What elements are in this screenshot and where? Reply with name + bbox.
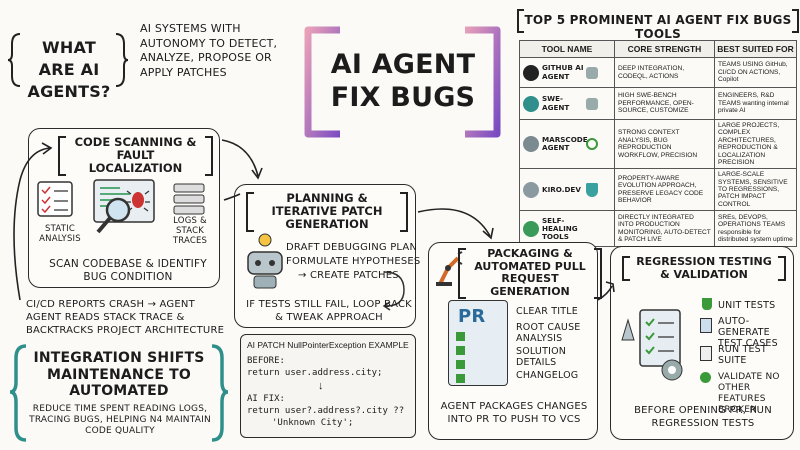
stack-icon <box>173 183 205 193</box>
tool-name: SELF-HEALING TOOLS <box>542 215 578 241</box>
tool-name: GITHUB AI AGENT <box>542 63 584 81</box>
pr-label: PR <box>458 306 486 327</box>
table-row: MARSCODE AGENT STRONG CONTEXT ANALYSIS, … <box>519 118 797 170</box>
plan-title: PLANNING & ITERATIVE PATCH GENERATION <box>246 191 408 232</box>
tool-suited: LARGE PROJECTS, COMPLEX ARCHITECTURES, R… <box>714 118 797 170</box>
tool-suited: ENGINEERS, R&D TEAMS wanting internal pr… <box>714 87 797 120</box>
table-row: SELF-HEALING TOOLS DIRECTLY INTEGRATED I… <box>519 210 797 248</box>
cicd-text: CI/CD REPORTS CRASH → AGENT AGENT READS … <box>26 299 225 336</box>
table-row: KIRO.DEV PROPERTY-AWARE EVOLUTION APPROA… <box>519 168 797 212</box>
tool-strength: DEEP INTEGRATION, CODEQL, ACTIONS <box>614 57 715 88</box>
check-icon <box>456 332 465 341</box>
down-arrow-icon: ↓ <box>318 380 324 392</box>
patch-before-label: BEFORE: <box>247 356 285 366</box>
shield-icon <box>586 182 598 197</box>
clipboard-icon <box>700 346 712 361</box>
col-core-strength: CORE STRENGTH <box>614 40 715 58</box>
plan-step2: FORMULATE HYPOTHESES <box>286 256 421 267</box>
pr-document-icon <box>448 300 508 386</box>
robot-icon <box>523 95 539 112</box>
intro-answer: AI SYSTEMS WITH AUTONOMY TO DETECT, ANAL… <box>140 22 278 79</box>
robot-idea-icon <box>247 233 283 289</box>
packaging-caption: AGENT PACKAGES CHANGES INTO PR TO PUSH T… <box>440 401 588 425</box>
target-icon <box>586 138 598 151</box>
tools-title-brackets-icon <box>517 9 799 33</box>
tool-suited: SREs, DEVOPS, OPERATIONS TEAMS responsib… <box>714 210 797 248</box>
reg-item: VALIDATE NO OTHER FEATURES BROKEN <box>718 372 780 415</box>
document-icon <box>700 318 712 333</box>
check-icon <box>456 360 465 369</box>
plan-step3: → CREATE PATCHES <box>298 270 399 281</box>
heal-icon <box>523 220 539 237</box>
title-brackets-icon <box>304 26 501 138</box>
scan-label-static: STATIC ANALYSIS <box>39 224 81 244</box>
pack-item: ROOT CAUSE ANALYSIS <box>516 322 581 344</box>
integration-title: INTEGRATION SHIFTS MAINTENANCE TO AUTOMA… <box>33 350 205 399</box>
arrow-plan-to-pack <box>417 208 491 237</box>
patch-before-code: return user.address.city; <box>247 368 383 378</box>
tool-strength: HIGH SWE-BENCH PERFORMANCE, OPEN-SOURCE,… <box>614 87 715 120</box>
main-title: AI AGENT FIX BUGS <box>330 49 476 113</box>
integration-braces-icon <box>10 344 228 442</box>
scan-caption: SCAN CODEBASE & IDENTIFY BUG CONDITION <box>49 258 207 283</box>
tool-name: KIRO.DEV <box>542 184 581 194</box>
pack-item: CHANGELOG <box>516 370 579 381</box>
reg-item: UNIT TESTS <box>718 300 776 311</box>
tool-name: MARSCODE AGENT <box>542 135 588 153</box>
pack-item: SOLUTION DETAILS <box>516 346 567 368</box>
main-title-frame: AI AGENT FIX BUGS <box>300 22 505 142</box>
robot-checklist-icon <box>621 309 683 381</box>
github-icon <box>523 64 539 81</box>
integration-body: REDUCE TIME SPENT READING LOGS, TRACING … <box>29 404 211 436</box>
tool-name: SWE-AGENT <box>542 94 570 112</box>
table-row: SWE-AGENT HIGH SWE-BENCH PERFORMANCE, OP… <box>519 87 797 120</box>
reg-item: AUTO-GENERATE TEST CASES <box>718 316 778 349</box>
plan-step1: DRAFT DEBUGGING PLAN <box>286 242 418 253</box>
check-icon <box>456 346 465 355</box>
tool-suited: LARGE-SCALE SYSTEMS, SENSITIVE TO REGRES… <box>714 168 797 212</box>
patch-after-label: AI FIX: <box>247 394 285 404</box>
patch-after-code-2: 'Unknown City'; <box>272 418 354 428</box>
robot-icon <box>586 97 598 110</box>
robot-icon <box>523 136 539 153</box>
table-row: GITHUB AI AGENT DEEP INTEGRATION, CODEQL… <box>519 57 797 88</box>
magnifier-icon <box>105 197 131 223</box>
bug-icon <box>132 192 144 208</box>
packaging-title: PACKAGING & AUTOMATED PULL REQUEST GENER… <box>458 247 602 299</box>
plan-loop: IF TESTS STILL FAIL, LOOP BACK & TWEAK A… <box>246 299 412 323</box>
regression-caption: BEFORE OPENING PR, RUN REGRESSION TESTS <box>634 405 772 429</box>
tools-table: TOOL NAME CORE STRENGTH BEST SUITED FOR … <box>519 40 797 248</box>
tool-strength: STRONG CONTEXT ANALYSIS, BUG REPRODUCTIO… <box>614 118 715 170</box>
flask-icon <box>702 298 712 310</box>
intro-question-bracket: WHAT ARE AI AGENTS? <box>8 30 128 101</box>
curly-brace-icon <box>8 33 128 87</box>
reg-item: RUN TEST SUITE <box>718 344 767 366</box>
check-circle-icon <box>700 372 711 383</box>
col-tool-name: TOOL NAME <box>519 40 615 58</box>
col-best-suited: BEST SUITED FOR <box>714 40 797 58</box>
arrow-scan-to-plan <box>221 139 259 177</box>
scan-title: CODE SCANNING & FAULT LOCALIZATION <box>58 135 213 176</box>
tool-strength: DIRECTLY INTEGRATED INTO PRODUCTION MONI… <box>614 210 715 248</box>
check-column <box>456 330 496 383</box>
regression-title: REGRESSION TESTING & VALIDATION <box>622 255 786 282</box>
robot-icon <box>586 66 598 79</box>
tools-header-row: TOOL NAME CORE STRENGTH BEST SUITED FOR <box>519 40 797 58</box>
patch-title: AI PATCH NullPointerException EXAMPLE <box>247 340 409 350</box>
patch-example-box <box>240 334 416 438</box>
tools-title: TOP 5 PROMINENT AI AGENT FIX BUGS TOOLS <box>524 13 792 41</box>
intro-question: WHAT ARE AI AGENTS? <box>27 38 111 101</box>
tool-strength: PROPERTY-AWARE EVOLUTION APPROACH, PRESE… <box>614 168 715 212</box>
check-icon <box>456 374 465 383</box>
pack-item: CLEAR TITLE <box>516 306 578 317</box>
robot-icon <box>523 181 539 198</box>
patch-after-code-1: return user?.address?.city ?? <box>247 406 405 416</box>
scan-label-logs: LOGS & STACK TRACES <box>172 216 208 246</box>
loop-arrow-icon <box>382 271 405 311</box>
tool-suited: TEAMS USING GitHub, CI/CD ON ACTIONS, Co… <box>714 57 797 88</box>
